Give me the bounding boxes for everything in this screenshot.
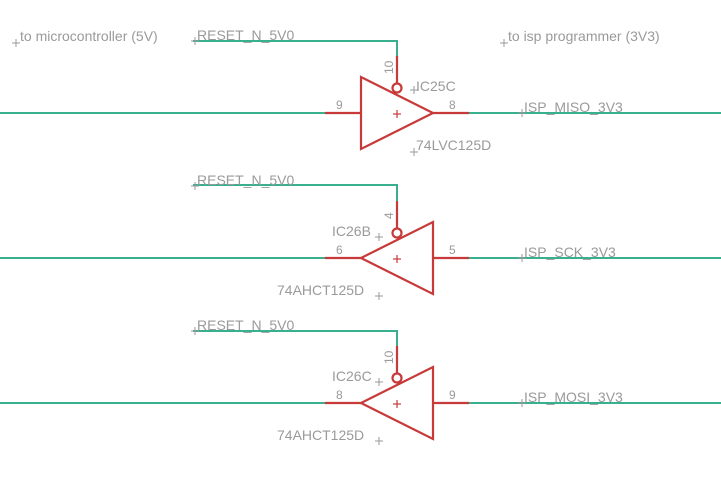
buffer-ic25c[interactable]: RESET_N_5V0 10 9 8 ISP_MISO_3V3 IC25C 74… xyxy=(0,27,721,156)
buffer-ic26b[interactable]: RESET_N_5V0 4 6 5 ISP_SCK_3V3 IC26B 74AH… xyxy=(0,172,721,300)
note-left: to microcontroller (5V) xyxy=(12,28,158,47)
part-name-3: IC26C xyxy=(332,368,372,384)
reset-label-3: RESET_N_5V0 xyxy=(197,317,294,333)
part-value-2: 74AHCT125D xyxy=(277,282,364,298)
reset-wire-1 xyxy=(193,40,398,83)
enable-pin-num-3: 10 xyxy=(382,350,396,364)
input-pin-num-1: 9 xyxy=(336,98,343,112)
miso-label: ISP_MISO_3V3 xyxy=(524,99,623,115)
enable-pin-num-2: 4 xyxy=(382,212,396,219)
reset-label-1: RESET_N_5V0 xyxy=(197,27,294,43)
mosi-label: ISP_MOSI_3V3 xyxy=(524,389,623,405)
right-pin-num-3: 9 xyxy=(449,388,456,402)
note-right: to isp programmer (3V3) xyxy=(500,28,660,47)
left-pin-num-2: 6 xyxy=(336,243,343,257)
sck-label: ISP_SCK_3V3 xyxy=(524,244,616,260)
right-pin-num-2: 5 xyxy=(449,243,456,257)
note-left-text: to microcontroller (5V) xyxy=(20,28,158,44)
reset-wire-3 xyxy=(193,330,398,372)
left-pin-num-3: 8 xyxy=(336,388,343,402)
part-value-1: 74LVC125D xyxy=(416,137,491,153)
enable-bubble-2 xyxy=(391,227,403,239)
output-pin-num-1: 8 xyxy=(449,98,456,112)
enable-pin-num-1: 10 xyxy=(382,60,396,74)
enable-bubble-1 xyxy=(391,82,403,94)
enable-bubble-3 xyxy=(391,372,403,384)
reset-label-2: RESET_N_5V0 xyxy=(197,172,294,188)
reset-wire-2 xyxy=(193,184,398,227)
buffer-ic26c[interactable]: RESET_N_5V0 10 8 9 ISP_MOSI_3V3 IC26C 74… xyxy=(0,317,721,445)
note-right-text: to isp programmer (3V3) xyxy=(508,28,660,44)
part-name-2: IC26B xyxy=(332,223,371,239)
part-value-3: 74AHCT125D xyxy=(277,427,364,443)
part-name-1: IC25C xyxy=(416,78,456,94)
